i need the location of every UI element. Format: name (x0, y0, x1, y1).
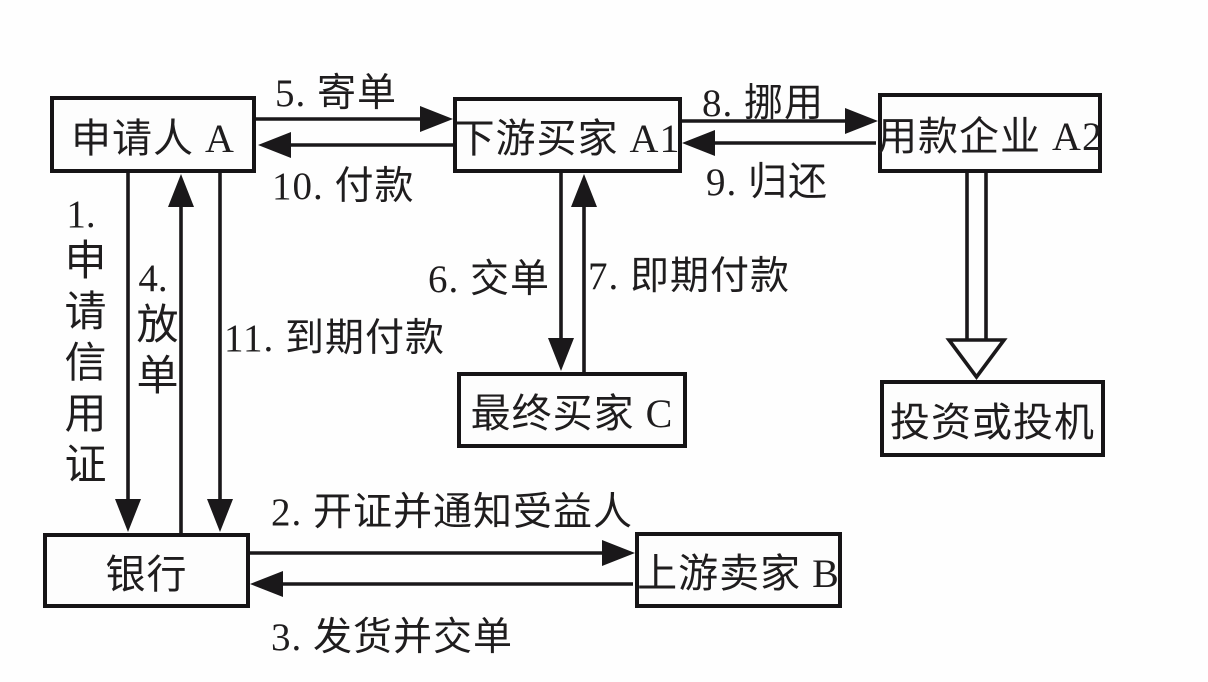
arrow-hollow-investment (945, 173, 1008, 381)
edge-label-1-apply-lc: 1. 申请信用证 (56, 192, 106, 493)
arrow-7-sight-payment (571, 174, 597, 372)
node-upstream-seller-b: 上游卖家 B (635, 532, 842, 608)
edge-label-6-present-docs: 6. 交单 (428, 258, 551, 301)
arrow-1-apply-lc (115, 173, 141, 532)
edge-label-10-payment: 10. 付款 (272, 165, 415, 208)
edge-label-7-sight-payment: 7. 即期付款 (588, 255, 791, 298)
arrow-9-return (682, 130, 876, 156)
node-final-buyer-c: 最终买家 C (457, 372, 687, 448)
edge-label-2-issue-lc: 2. 开证并通知受益人 (271, 491, 634, 534)
arrow-4-release-docs (168, 174, 194, 533)
arrow-2-issue-lc (250, 540, 635, 566)
node-investment: 投资或投机 (880, 380, 1105, 457)
edge-label-4-number: 4. (138, 257, 168, 300)
edge-label-3-ship-goods: 3. 发货并交单 (271, 616, 514, 659)
arrow-6-present-docs (548, 172, 574, 371)
node-downstream-buyer-a1: 下游买家 A1 (453, 97, 682, 173)
arrow-5-send-docs (256, 106, 453, 132)
edge-label-9-return: 9. 归还 (706, 161, 829, 204)
arrow-3-ship-goods (250, 571, 633, 597)
arrow-8-misappropriate (682, 108, 878, 134)
arrow-10-payment (258, 132, 453, 158)
edge-label-1-text: 申请信用证 (58, 238, 104, 493)
node-applicant-a: 申请人 A (50, 96, 256, 173)
edge-label-4-text: 放单 (130, 302, 176, 404)
edge-label-1-number: 1. (66, 193, 96, 236)
edge-label-5-send-docs: 5. 寄单 (275, 72, 398, 115)
edge-label-8-misappropriate: 8. 挪用 (702, 82, 825, 125)
edge-label-4-release-docs: 4. 放单 (128, 256, 178, 404)
edge-label-11-pay-maturity: 11. 到期付款 (224, 317, 446, 360)
arrow-11-pay-maturity (207, 173, 233, 532)
node-bank: 银行 (43, 533, 250, 608)
node-fund-user-a2: 用款企业 A2 (877, 93, 1102, 173)
